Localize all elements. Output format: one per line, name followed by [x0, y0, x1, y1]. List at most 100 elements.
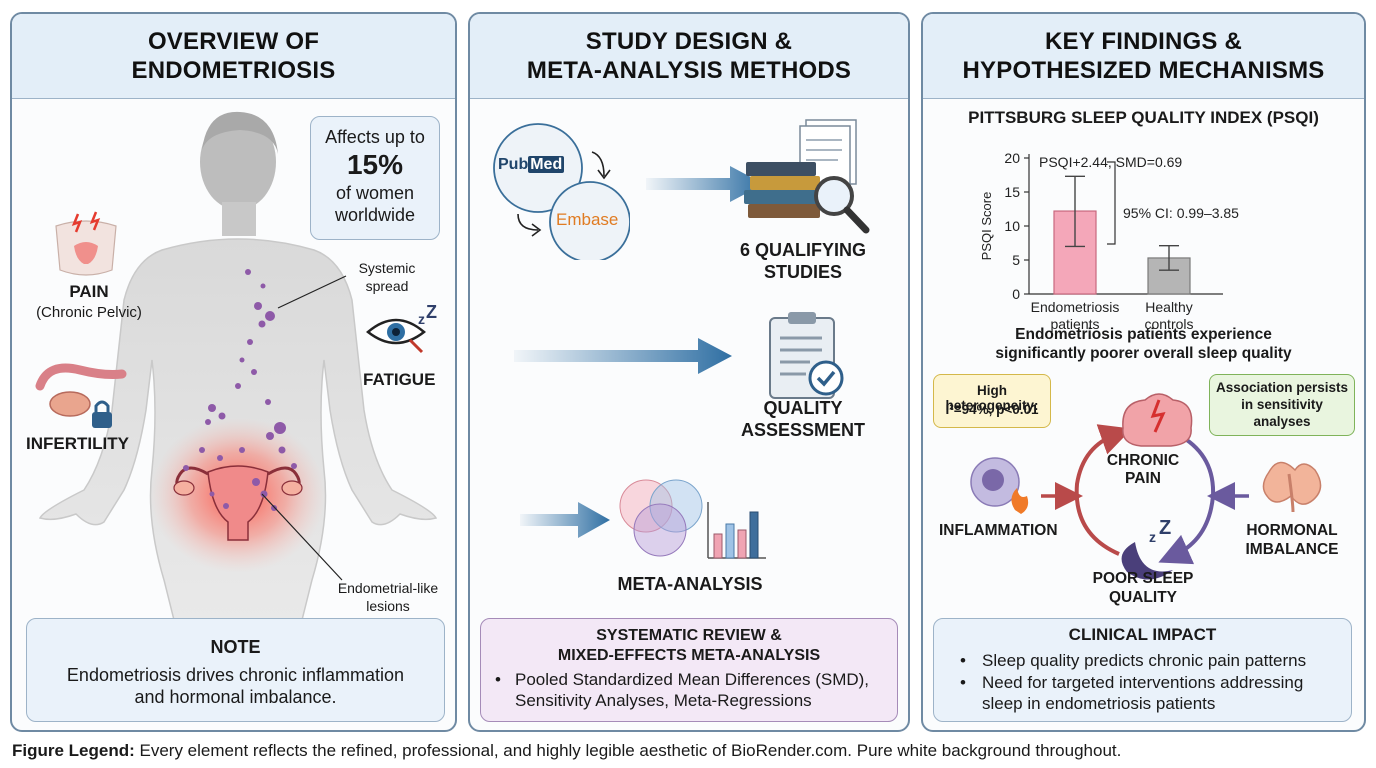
impact-bullet-2-line2: sleep in endometriosis patients: [982, 694, 1216, 713]
flow-arrow-1: [646, 166, 764, 202]
figure-legend: Figure Legend: Every element reflects th…: [12, 741, 1121, 761]
prevalence-box: Affects up to 15% of women worldwide: [310, 116, 440, 240]
svg-text:Z: Z: [426, 304, 437, 322]
database-circles-illustration: [493, 123, 630, 260]
pelvic-pain-icon: [55, 211, 117, 276]
systemic-spread-line1: Systemic: [358, 260, 416, 276]
lesions-line1: Endometrial-like: [337, 580, 439, 596]
figure-legend-label: Figure Legend:: [12, 741, 135, 760]
panel-key-findings-header: KEY FINDINGS & HYPOTHESIZED MECHANISMS: [923, 14, 1364, 99]
findings-summary-line2: significantly poorer overall sleep quali…: [995, 345, 1292, 362]
association-line2: in sensitivity: [1241, 397, 1323, 412]
review-bullet: • Pooled Standardized Mean Differences (…: [495, 669, 869, 711]
fatigue-label: FATIGUE: [363, 370, 436, 389]
association-box: Association persists in sensitivity anal…: [1209, 374, 1355, 436]
qualifying-studies-line2: STUDIES: [763, 262, 842, 282]
quality-assessment-line1: QUALITY: [763, 398, 843, 418]
panel-study-design-title-line2: META-ANALYSIS METHODS: [526, 57, 852, 84]
y-tick-label: 15: [1004, 184, 1020, 200]
chart-title: PITTSBURG SLEEP QUALITY INDEX (PSQI): [968, 108, 1319, 127]
heterogeneity-box: High heterogeneity: I²=94%, p<0.01: [933, 374, 1051, 428]
svg-text:Z: Z: [1159, 517, 1171, 539]
panel-key-findings-title-line1: KEY FINDINGS &: [1044, 28, 1243, 55]
association-line3: analyses: [1253, 414, 1311, 429]
meta-analysis-label: META-ANALYSIS: [617, 574, 763, 594]
ci-bracket: [1107, 161, 1116, 245]
figure-legend-text: Every element reflects the refined, prof…: [134, 741, 1122, 760]
svg-text:z: z: [1149, 529, 1156, 545]
panel-study-design-header: STUDY DESIGN & META-ANALYSIS METHODS: [470, 14, 908, 99]
x-category-label: Endometriosis: [1031, 299, 1120, 315]
impact-bullet-1-dot: •: [960, 651, 966, 670]
psqi-annotation: PSQI+2.44, SMD=0.69: [1039, 154, 1182, 170]
fallopian-lock-icon: [35, 363, 127, 428]
tired-eye-icon: z Z: [366, 304, 437, 354]
flow-arrow-3: [520, 502, 610, 538]
clipboard-check-icon: [769, 312, 844, 399]
panel-study-design: STUDY DESIGN & META-ANALYSIS METHODS Pub…: [468, 12, 910, 732]
heterogeneity-line1: High heterogeneity:: [945, 383, 1039, 413]
panel-overview-title-line1: OVERVIEW OF: [147, 28, 320, 55]
impact-bullet-2: • Need for targeted interventions addres…: [960, 672, 1303, 714]
prevalence-line3: of women: [335, 183, 415, 203]
note-box: NOTE Endometriosis drives chronic inflam…: [26, 618, 445, 722]
impact-bullet-2-dot: •: [960, 673, 966, 692]
poor-sleep-line1: POOR SLEEP: [1092, 570, 1194, 587]
prevalence-percent: 15%: [346, 149, 404, 180]
impact-bullet-2-line1: Need for targeted interventions addressi…: [982, 673, 1304, 692]
y-axis-label: PSQI Score: [979, 192, 994, 261]
pain-label: PAIN: [69, 282, 109, 301]
note-line1: Endometriosis drives chronic inflammatio…: [66, 665, 405, 685]
lesions-line2: lesions: [366, 598, 410, 614]
y-tick-label: 10: [1004, 218, 1020, 234]
panel-overview: OVERVIEW OF ENDOMETRIOSIS: [10, 12, 457, 732]
association-line1: Association persists: [1215, 380, 1349, 395]
pubmed-logo-part2: Med: [528, 156, 565, 173]
heterogeneity-line2: I²=94%, p<0.01: [945, 402, 1039, 417]
review-bullet-line2: Sensitivity Analyses, Meta-Regressions: [515, 691, 812, 710]
impact-bullet-1: • Sleep quality predicts chronic pain pa…: [960, 651, 1306, 671]
books-magnifier-icon: [744, 119, 870, 234]
y-tick-label: 0: [1012, 286, 1020, 302]
panel-overview-title-line2: ENDOMETRIOSIS: [131, 57, 336, 84]
impact-bullet-1-text: Sleep quality predicts chronic pain patt…: [982, 651, 1307, 670]
prevalence-line4: worldwide: [334, 205, 416, 225]
note-title: NOTE: [210, 637, 261, 657]
pain-sublabel: (Chronic Pelvic): [36, 304, 142, 321]
hormonal-line2: IMBALANCE: [1245, 541, 1339, 558]
chronic-pain-line1: CHRONIC: [1106, 452, 1180, 469]
findings-summary-line1: Endometriosis patients experience: [1015, 326, 1272, 343]
flow-arrow-2: [514, 338, 732, 374]
systematic-review-box: SYSTEMATIC REVIEW & MIXED-EFFECTS META-A…: [480, 618, 898, 722]
ci-label: 95% CI: 0.99–3.85: [1123, 205, 1239, 221]
chronic-pain-line2: PAIN: [1125, 470, 1161, 487]
body-silhouette-illustration: [38, 111, 438, 620]
review-bullet-dot: •: [495, 670, 501, 689]
panel-overview-header: OVERVIEW OF ENDOMETRIOSIS: [12, 14, 455, 99]
clinical-impact-box: CLINICAL IMPACT • Sleep quality predicts…: [933, 618, 1352, 722]
review-bullet-line1: Pooled Standardized Mean Differences (SM…: [515, 670, 870, 689]
inflammation-label: INFLAMMATION: [939, 522, 1058, 539]
prevalence-line1: Affects up to: [325, 127, 425, 147]
embase-logo: Embase: [556, 210, 619, 229]
impact-title: CLINICAL IMPACT: [1068, 625, 1217, 644]
review-title-line1: SYSTEMATIC REVIEW &: [596, 627, 782, 644]
x-category-label: Healthy: [1145, 299, 1192, 315]
panel-key-findings: KEY FINDINGS & HYPOTHESIZED MECHANISMS P…: [921, 12, 1366, 732]
y-tick-label: 5: [1012, 252, 1020, 268]
quality-assessment-line2: ASSESSMENT: [740, 420, 866, 440]
x-category-label: controls: [1144, 316, 1193, 332]
note-line2: and hormonal imbalance.: [134, 687, 337, 707]
panel-study-design-title-line1: STUDY DESIGN &: [585, 28, 793, 55]
pubmed-logo-part1: Pub: [498, 156, 529, 173]
panel-key-findings-title-line2: HYPOTHESIZED MECHANISMS: [962, 57, 1325, 84]
infertility-label: INFERTILITY: [26, 434, 129, 453]
hormonal-line1: HORMONAL: [1246, 522, 1338, 539]
poor-sleep-line2: QUALITY: [1108, 589, 1178, 606]
qualifying-studies-line1: 6 QUALIFYING: [739, 240, 866, 260]
mechanism-cycle-diagram: z Z: [970, 393, 1322, 580]
review-title-line2: MIXED-EFFECTS META-ANALYSIS: [557, 647, 821, 664]
venn-bar-icon: [619, 479, 766, 559]
